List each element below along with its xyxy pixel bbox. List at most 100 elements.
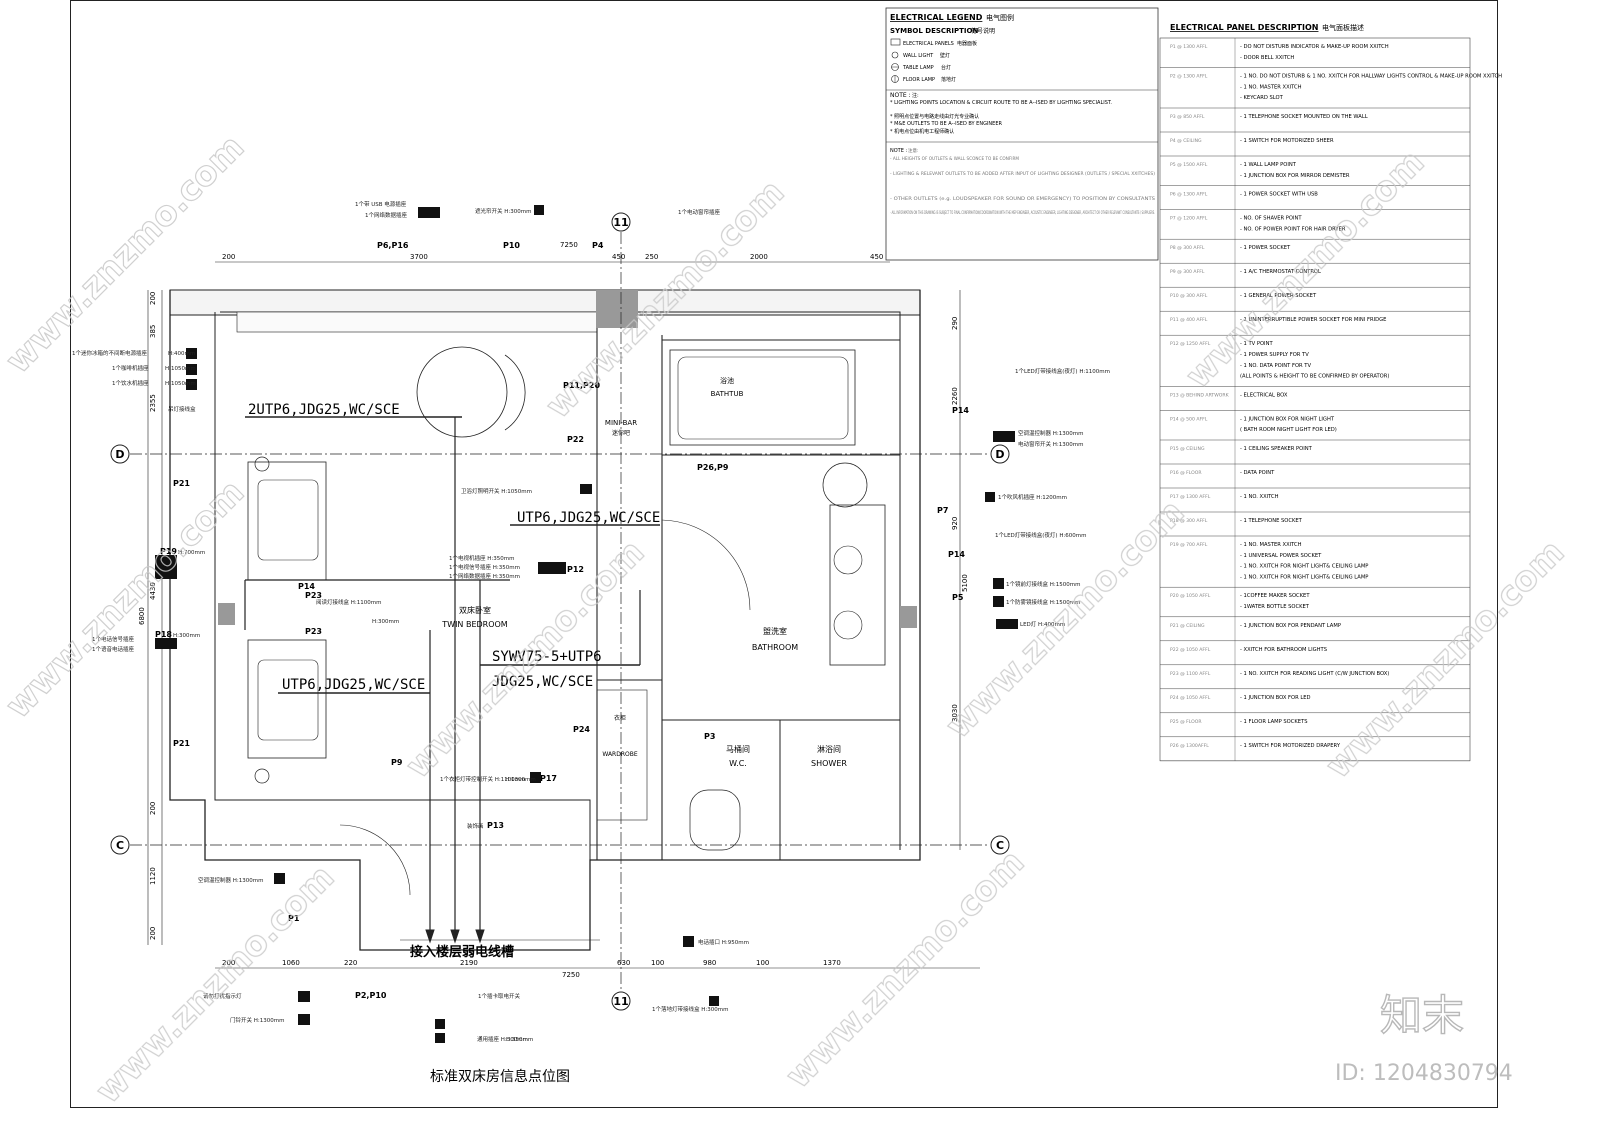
panel-item: - XXITCH FOR BATHROOM LIGHTS	[1240, 647, 1327, 653]
panel-tag: P11,P20	[563, 381, 600, 390]
socket-icon	[993, 578, 1004, 589]
height-tag: H:1050mm	[165, 381, 196, 387]
panel-tag: P21	[173, 479, 190, 488]
annotation: 空调温控制器 H:1300mm	[198, 876, 263, 884]
panel-item: - 1 JUNCTION BOX FOR LED	[1240, 695, 1311, 701]
panel-item: - 1 NO. XXITCH FOR NIGHT LIGHT& CEILING …	[1240, 564, 1368, 570]
dim-right: 2260	[951, 387, 959, 405]
dim-bottom: 980	[703, 959, 716, 967]
panel-item: - 1 SWITCH FOR MOTORIZED DRAPERY	[1240, 743, 1341, 749]
note2-line: - ALL HEIGHTS OF OUTLETS & WALL SCONCE T…	[890, 156, 1019, 161]
dim-bottom: 1370	[823, 959, 841, 967]
dim-left: 200	[149, 292, 157, 305]
panel-item: - DATA POINT	[1240, 470, 1275, 476]
height-tag: H:350mm	[506, 1037, 533, 1043]
panel-item: - 1 POWER SOCKET	[1240, 245, 1291, 251]
annotation: 装饰画	[467, 822, 484, 830]
height-tag: H:300mm	[173, 633, 200, 639]
panel-icon	[890, 38, 901, 46]
dim-right: 290	[951, 317, 959, 330]
panel-code: P12 @ 1250 AFFL	[1170, 341, 1211, 347]
note-title-cn: 注:	[912, 92, 919, 99]
panel-item: - 1 JUNCTION BOX FOR NIGHT LIGHT	[1240, 416, 1335, 422]
dim-bottom: 200	[222, 959, 235, 967]
panel-item: - 1 NO. MASTER XXITCH	[1240, 542, 1302, 548]
panel-tag: P13	[487, 821, 504, 830]
panel-item: - 1 WALL LAMP POINT	[1240, 162, 1297, 168]
grid-label-c-left: C	[116, 839, 124, 852]
height-tag: H:700mm	[178, 550, 205, 556]
dim-bottom: 100	[651, 959, 664, 967]
room-name-en: BATHROOM	[752, 643, 798, 652]
panel-code: P15 @ CEILING	[1170, 446, 1205, 452]
dim-top: 450	[612, 253, 625, 261]
dim-left: 200	[149, 927, 157, 940]
symbol-label-cn: 台灯	[941, 64, 951, 71]
panel-tag: P23	[305, 591, 322, 600]
dim-bottom: 220	[344, 959, 357, 967]
dim-top: 200	[222, 253, 235, 261]
drawing-caption: 标准双床房信息点位图	[430, 1068, 570, 1085]
panel-code: P19 @ 700 AFFL	[1170, 542, 1208, 548]
panel-tag: P19	[160, 547, 177, 556]
panel-title-cn: 电气面板描述	[1322, 23, 1364, 32]
grid-label-d-right: D	[995, 448, 1004, 461]
panel-code: P24 @ 1050 AFFL	[1170, 695, 1211, 701]
room-name-cn: 双床卧室	[459, 605, 491, 615]
panel-code: P7 @ 1200 AFFL	[1170, 216, 1208, 222]
symbol-label: WALL LIGHT	[903, 53, 934, 59]
annotation: 1个落地灯带接线盒 H:300mm	[652, 1005, 728, 1013]
annotation: 1个迷你冰箱的不间断电源插座	[72, 349, 148, 357]
annotation: 1个电话信号插座	[92, 635, 134, 643]
grid-bubbles: 11 11 D D C C	[110, 212, 1010, 1011]
note2-line: - ALL INFORMATION ON THIS DRAWING IS SUB…	[890, 210, 1155, 215]
grid-label-11-top: 11	[613, 216, 628, 229]
watermark: www.znzmo.com	[398, 532, 652, 786]
height-tag: H:300mm	[372, 619, 399, 625]
panel-tag: P9	[391, 758, 403, 767]
note2-line: - LIGHTING & RELEVANT OUTLETS TO BE ADDE…	[890, 171, 1155, 176]
annotation: 1个防雾镜接线盒 H:1500mm	[1006, 598, 1080, 606]
cable-labels: 2UTP6,JDG25,WC/SCE UTP6,JDG25,WC/SCE UTP…	[248, 402, 660, 960]
dim-left: 200	[149, 802, 157, 815]
dim-left: 2355	[149, 394, 157, 412]
socket-icon	[274, 873, 285, 884]
watermark: www.znzmo.com	[0, 472, 252, 726]
annotation: 1个镜前灯接线盒 H:1500mm	[1006, 580, 1080, 588]
panel-item: - DO NOT DISTURB INDICATOR & MAKE-UP ROO…	[1240, 44, 1389, 50]
room-labels: 浴池 BATHTUB MINI-BAR 迷你吧 双床卧室 TWIN BEDROO…	[441, 376, 847, 768]
panel-code: P22 @ 1050 AFFL	[1170, 647, 1211, 653]
panel-item: - 1 UNINTERRUPTIBLE POWER SOCKET FOR MIN…	[1240, 317, 1386, 323]
annotation: 1个网络数据插座	[365, 211, 407, 219]
dim-bottom: 1060	[282, 959, 300, 967]
dim-left: 4430	[149, 582, 157, 600]
panel-code: P18 @ 300 AFFL	[1170, 518, 1208, 524]
panel-item: - 1 NO. XXITCH	[1240, 494, 1279, 500]
panel-tag: P22	[567, 435, 584, 444]
annotation: 阅读灯接线盒 H:1100mm	[316, 598, 381, 606]
panel-code: P17 @ 1300 AFFL	[1170, 494, 1211, 500]
dim-left: 385	[149, 325, 157, 338]
panel-item: - 1 NO. MASTER XXITCH	[1240, 84, 1302, 90]
dim-right: 5100	[961, 574, 969, 592]
panel-tag: P18	[155, 630, 172, 639]
note-line: * 机电点位由机电工程师确认	[890, 128, 954, 135]
annotation: 遮光帘开关 H:300mm	[475, 207, 531, 215]
note2-line: - OTHER OUTLETS (e.g. LOUDSPEAKER FOR SO…	[890, 196, 1155, 201]
drawing-frame	[70, 0, 1498, 1108]
room-name-cn: MINI-BAR	[605, 419, 637, 427]
socket-icon	[580, 484, 592, 494]
annotation: 电动窗帘开关 H:1300mm	[1018, 440, 1083, 448]
symbol-label-cn: 电器面板	[957, 40, 977, 47]
room-name-en: SHOWER	[811, 759, 847, 768]
panel-item: - KEYCARD SLOT	[1240, 95, 1284, 101]
height-tag: H:1050mm	[165, 366, 196, 372]
panel-item: - 1COFFEE MAKER SOCKET	[1240, 593, 1310, 599]
note2-title: NOTE :	[890, 148, 907, 154]
dim-top: 7250	[560, 241, 578, 249]
panel-item: - NO. OF SHAVER POINT	[1240, 216, 1302, 222]
panel-code: P13 @ BEHIND ARTWORK	[1170, 392, 1230, 398]
socket-icon	[985, 492, 995, 502]
socket-icon	[298, 1014, 310, 1025]
